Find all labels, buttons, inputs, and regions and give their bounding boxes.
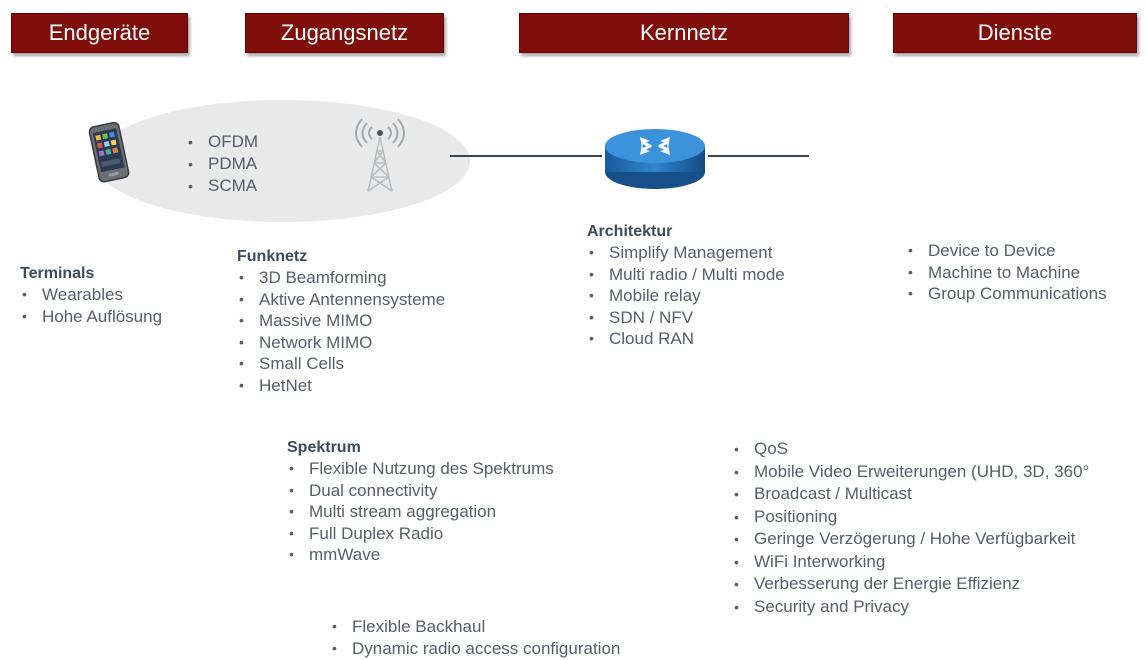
list-item: Flexible Backhaul — [330, 616, 620, 638]
list-item: Small Cells — [237, 353, 445, 375]
list-item: Cloud RAN — [587, 328, 785, 350]
funknetz-block: Funknetz 3D Beamforming Aktive Antennens… — [237, 247, 445, 396]
spektrum-title: Spektrum — [287, 439, 361, 456]
list-item: Multi radio / Multi mode — [587, 264, 785, 286]
list-item: SDN / NFV — [587, 307, 785, 329]
list-item: Device to Device — [906, 240, 1107, 262]
list-item: Network MIMO — [237, 332, 445, 354]
list-item: Group Communications — [906, 283, 1107, 305]
backhaul-list: Flexible Backhaul Dynamic radio access c… — [330, 616, 620, 659]
router-icon — [605, 129, 705, 189]
list-item: Dynamic radio access configuration — [330, 638, 620, 660]
list-item: Flexible Nutzung des Spektrums — [287, 458, 554, 480]
list-item: Positioning — [732, 506, 1089, 529]
list-item: WiFi Interworking — [732, 551, 1089, 574]
list-item: Broadcast / Multicast — [732, 483, 1089, 506]
antenna-tower-icon — [355, 118, 405, 192]
list-item: Dual connectivity — [287, 480, 554, 502]
architektur-block: Architektur Simplify Management Multi ra… — [587, 222, 785, 350]
list-item: 3D Beamforming — [237, 267, 445, 289]
list-item: Verbesserung der Energie Effizienz — [732, 573, 1089, 596]
list-item: Aktive Antennensysteme — [237, 289, 445, 311]
terminals-block: Terminals Wearables Hohe Auflösung — [20, 264, 162, 327]
list-item: SCMA — [186, 175, 258, 197]
list-item: Hohe Auflösung — [20, 306, 162, 328]
dienste-top-list: Device to Device Machine to Machine Grou… — [906, 240, 1107, 305]
list-item: mmWave — [287, 544, 554, 566]
access-network-ellipse — [95, 100, 470, 222]
spektrum-block: Spektrum Flexible Nutzung des Spektrums … — [287, 438, 554, 566]
funknetz-title: Funknetz — [237, 248, 308, 265]
dienste-bottom-list: QoS Mobile Video Erweiterungen (UHD, 3D,… — [732, 438, 1089, 618]
architektur-title: Architektur — [587, 223, 673, 240]
list-item: Simplify Management — [587, 242, 785, 264]
list-item: Full Duplex Radio — [287, 523, 554, 545]
core-services-link — [708, 155, 809, 157]
access-core-link — [450, 155, 602, 157]
list-item: PDMA — [186, 153, 258, 175]
list-item: Mobile relay — [587, 285, 785, 307]
header-endgeraete: Endgeräte — [11, 13, 188, 53]
list-item: Security and Privacy — [732, 596, 1089, 619]
list-item: HetNet — [237, 375, 445, 397]
list-item: Mobile Video Erweiterungen (UHD, 3D, 360… — [732, 461, 1089, 484]
list-item: Machine to Machine — [906, 262, 1107, 284]
header-zugangsnetz: Zugangsnetz — [245, 13, 444, 53]
terminals-title: Terminals — [20, 265, 95, 282]
list-item: Massive MIMO — [237, 310, 445, 332]
list-item: QoS — [732, 438, 1089, 461]
list-item: Geringe Verzögerung / Hohe Verfügbarkeit — [732, 528, 1089, 551]
access-technology-list: OFDM PDMA SCMA — [186, 131, 258, 197]
list-item: Wearables — [20, 284, 162, 306]
header-kernnetz: Kernnetz — [519, 13, 849, 53]
list-item: Multi stream aggregation — [287, 501, 554, 523]
list-item: OFDM — [186, 131, 258, 153]
smartphone-icon — [88, 121, 130, 183]
header-dienste: Dienste — [893, 13, 1137, 53]
